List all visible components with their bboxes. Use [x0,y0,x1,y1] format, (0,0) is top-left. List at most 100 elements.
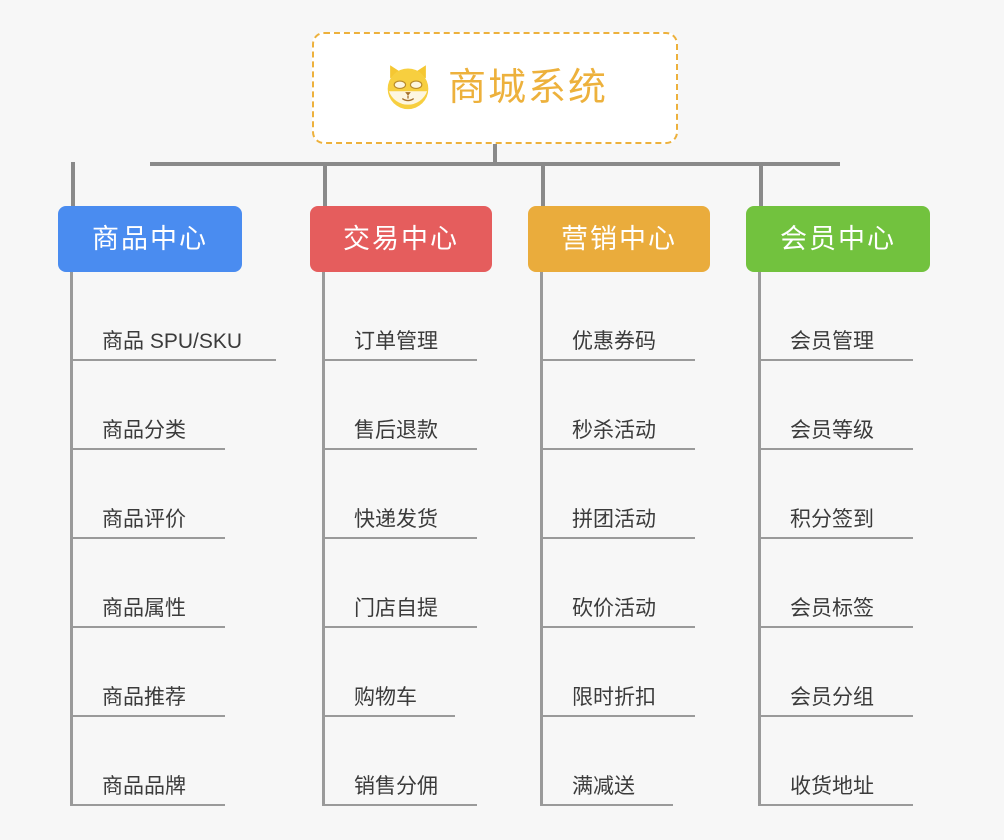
leaf-list: 商品 SPU/SKU 商品分类商品评价商品属性商品推荐商品品牌 [70,272,276,806]
connector-drop-2 [323,162,327,208]
leaf-item[interactable]: 商品属性 [70,539,242,628]
leaf-underline [540,359,695,361]
leaf-item[interactable]: 限时折扣 [540,628,695,717]
leaf-underline [322,715,455,717]
root-title: 商城系统 [447,67,608,109]
category-box-3[interactable]: 营销中心 [528,206,710,272]
dog-face-icon [387,65,429,110]
leaf-list: 会员管理会员等级积分签到会员标签会员分组收货地址 [758,272,913,806]
connector-drop-4 [759,162,763,208]
leaf-list: 订单管理售后退款快递发货门店自提购物车销售分佣 [322,272,477,806]
leaf-item[interactable]: 拼团活动 [540,450,695,539]
leaf-label: 满减送 [572,775,635,798]
branch-2: 订单管理售后退款快递发货门店自提购物车销售分佣 [322,272,477,806]
leaf-label: 会员等级 [790,419,874,442]
leaf-label: 秒杀活动 [572,419,656,442]
leaf-item[interactable]: 会员管理 [758,272,913,361]
leaf-label: 积分签到 [790,508,874,531]
leaf-label: 商品属性 [102,597,186,620]
connector-drop-1 [71,162,75,208]
leaf-label: 砍价活动 [572,597,656,620]
leaf-item[interactable]: 收货地址 [758,717,913,806]
leaf-underline [540,804,673,806]
connector-drop-3 [541,162,545,208]
leaf-label: 限时折扣 [572,686,656,709]
leaf-underline [758,804,913,806]
leaf-item[interactable]: 商品推荐 [70,628,242,717]
leaf-item[interactable]: 购物车 [322,628,455,717]
leaf-underline [322,626,477,628]
leaf-label: 商品 SPU/SKU [102,330,243,353]
leaf-item[interactable]: 商品 SPU/SKU [70,272,276,361]
leaf-underline [70,804,225,806]
branch-spine [540,272,543,806]
leaf-underline [758,448,913,450]
leaf-label: 商品品牌 [102,775,186,798]
leaf-item[interactable]: 会员分组 [758,628,913,717]
category-label: 营销中心 [561,223,677,254]
leaf-underline [70,359,276,361]
leaf-item[interactable]: 优惠券码 [540,272,695,361]
leaf-item[interactable]: 商品评价 [70,450,242,539]
leaf-label: 会员分组 [790,686,874,709]
leaf-underline [70,448,225,450]
leaf-underline [758,715,913,717]
leaf-list: 优惠券码秒杀活动拼团活动砍价活动限时折扣满减送 [540,272,695,806]
leaf-underline [758,537,913,539]
branch-spine [70,272,73,806]
leaf-label: 商品分类 [102,419,186,442]
leaf-item[interactable]: 订单管理 [322,272,477,361]
leaf-label: 购物车 [354,686,417,709]
leaf-label: 订单管理 [354,330,438,353]
leaf-item[interactable]: 商品分类 [70,361,242,450]
branch-4: 会员管理会员等级积分签到会员标签会员分组收货地址 [758,272,913,806]
leaf-underline [758,359,913,361]
leaf-item[interactable]: 门店自提 [322,539,477,628]
leaf-label: 销售分佣 [354,775,438,798]
leaf-label: 优惠券码 [572,330,656,353]
leaf-item[interactable]: 售后退款 [322,361,477,450]
leaf-item[interactable]: 销售分佣 [322,717,477,806]
root-node[interactable]: 商城系统 [312,32,678,144]
leaf-label: 会员标签 [790,597,874,620]
leaf-item[interactable]: 会员等级 [758,361,913,450]
category-box-4[interactable]: 会员中心 [746,206,930,272]
leaf-underline [540,715,695,717]
leaf-underline [322,804,477,806]
leaf-underline [70,626,225,628]
leaf-label: 收货地址 [790,775,874,798]
leaf-label: 会员管理 [790,330,874,353]
leaf-label: 拼团活动 [572,508,656,531]
leaf-label: 商品推荐 [102,686,186,709]
branch-spine [758,272,761,806]
leaf-underline [322,359,477,361]
leaf-item[interactable]: 快递发货 [322,450,477,539]
category-label: 交易中心 [343,223,459,254]
leaf-underline [322,448,477,450]
leaf-underline [540,448,695,450]
leaf-item[interactable]: 砍价活动 [540,539,695,628]
leaf-underline [70,537,225,539]
leaf-label: 售后退款 [354,419,438,442]
connector-root-stem [493,144,497,164]
branch-3: 优惠券码秒杀活动拼团活动砍价活动限时折扣满减送 [540,272,695,806]
branch-1: 商品 SPU/SKU 商品分类商品评价商品属性商品推荐商品品牌 [70,272,276,806]
leaf-label: 商品评价 [102,508,186,531]
branch-spine [322,272,325,806]
leaf-underline [540,537,695,539]
leaf-item[interactable]: 商品品牌 [70,717,242,806]
category-label: 商品中心 [92,223,208,254]
leaf-underline [70,715,225,717]
connector-horizontal-bus [150,162,840,166]
leaf-item[interactable]: 会员标签 [758,539,913,628]
leaf-label: 快递发货 [354,508,438,531]
category-box-2[interactable]: 交易中心 [310,206,492,272]
leaf-item[interactable]: 满减送 [540,717,673,806]
category-box-1[interactable]: 商品中心 [58,206,242,272]
leaf-item[interactable]: 秒杀活动 [540,361,695,450]
leaf-underline [540,626,695,628]
leaf-underline [322,537,477,539]
leaf-item[interactable]: 积分签到 [758,450,913,539]
category-label: 会员中心 [780,223,896,254]
